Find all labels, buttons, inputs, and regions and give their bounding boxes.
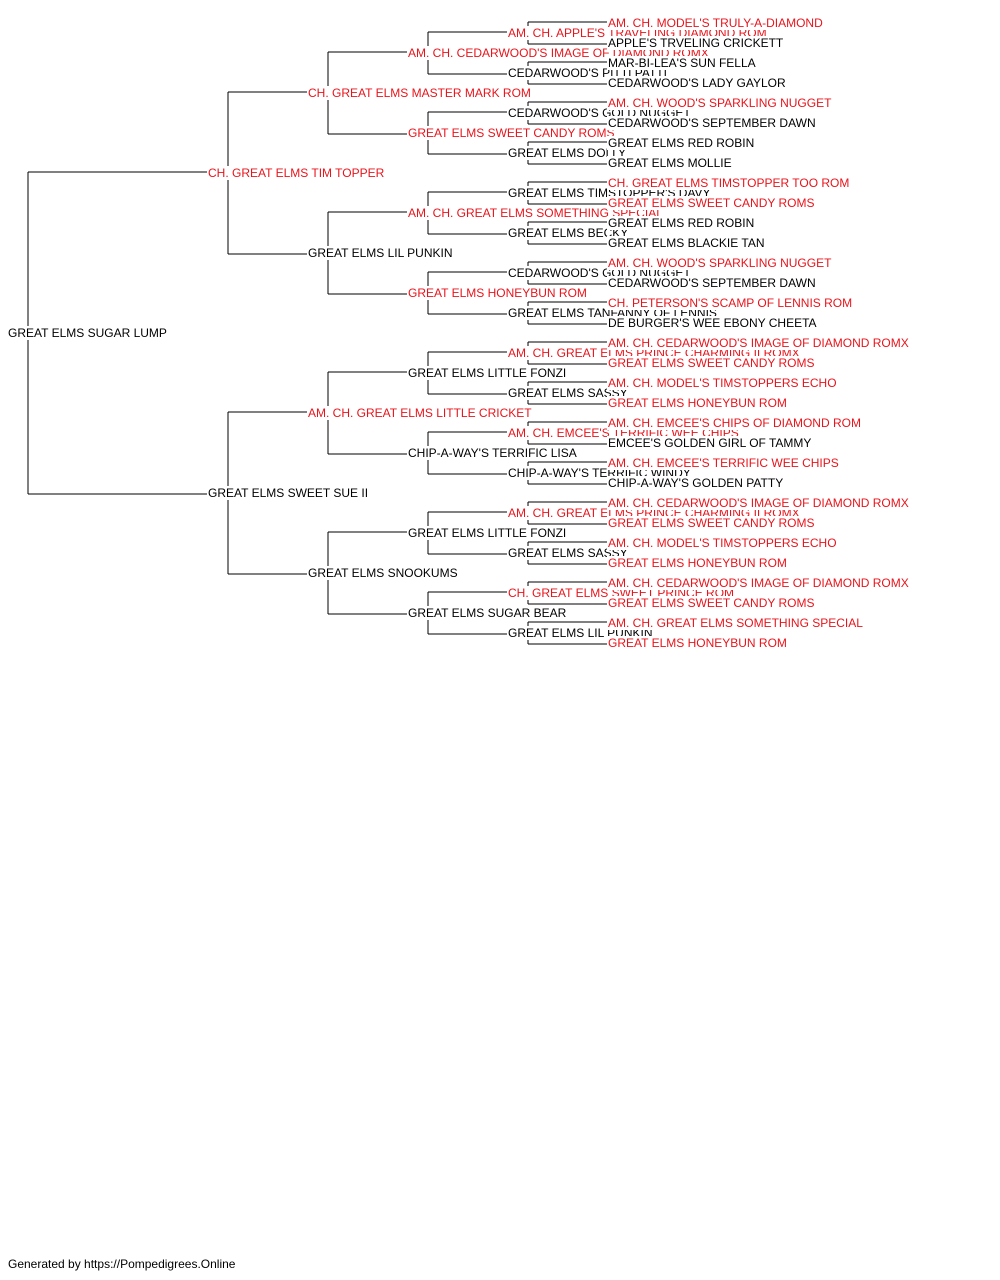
pedigree-node-sire: AM. CH. CEDARWOOD'S IMAGE OF DIAMOND ROM… <box>607 496 910 510</box>
pedigree-node-dam: CHIP-A-WAY'S GOLDEN PATTY <box>607 476 785 490</box>
pedigree-node-sire: GREAT ELMS RED ROBIN <box>607 136 756 150</box>
pedigree-node-sire: GREAT ELMS RED ROBIN <box>607 216 756 230</box>
pedigree-node-dam: CEDARWOOD'S LADY GAYLOR <box>607 76 787 90</box>
pedigree-node-sire: AM. CH. CEDARWOOD'S IMAGE OF DIAMOND ROM… <box>607 336 910 350</box>
pedigree-node-dam: GREAT ELMS HONEYBUN ROM <box>407 286 588 300</box>
pedigree-node-dam: CEDARWOOD'S SEPTEMBER DAWN <box>607 276 817 290</box>
pedigree-node-dam: GREAT ELMS HONEYBUN ROM <box>607 396 788 410</box>
pedigree-node-sire: AM. CH. WOOD'S SPARKLING NUGGET <box>607 256 833 270</box>
pedigree-node-dam: GREAT ELMS SWEET CANDY ROMS <box>607 596 816 610</box>
pedigree-node-dam: CHIP-A-WAY'S TERRIFIC LISA <box>407 446 578 460</box>
pedigree-node-sire: AM. CH. EMCEE'S CHIPS OF DIAMOND ROM <box>607 416 862 430</box>
pedigree-node-dam: EMCEE'S GOLDEN GIRL OF TAMMY <box>607 436 813 450</box>
pedigree-node-sire: AM. CH. MODEL'S TIMSTOPPERS ECHO <box>607 376 838 390</box>
pedigree-node-dam: GREAT ELMS SNOOKUMS <box>307 566 459 580</box>
pedigree-node-sire: GREAT ELMS LITTLE FONZI <box>407 526 568 540</box>
pedigree-node-subject: GREAT ELMS SUGAR LUMP <box>7 326 168 340</box>
pedigree-node-sire: CH. PETERSON'S SCAMP OF LENNIS ROM <box>607 296 854 310</box>
pedigree-node-dam: GREAT ELMS BECKY <box>507 226 630 240</box>
pedigree-node-dam: GREAT ELMS SUGAR BEAR <box>407 606 568 620</box>
pedigree-node-sire: AM. CH. CEDARWOOD'S IMAGE OF DIAMOND ROM… <box>607 576 910 590</box>
pedigree-node-dam: GREAT ELMS SASSY <box>507 546 629 560</box>
pedigree-node-dam: GREAT ELMS SWEET CANDY ROMS <box>407 126 616 140</box>
pedigree-node-dam: GREAT ELMS BLACKIE TAN <box>607 236 766 250</box>
pedigree-node-dam: GREAT ELMS SWEET CANDY ROMS <box>607 196 816 210</box>
pedigree-node-dam: GREAT ELMS MOLLIE <box>607 156 733 170</box>
pedigree-node-sire: GREAT ELMS LITTLE FONZI <box>407 366 568 380</box>
pedigree-node-dam: CEDARWOOD'S SEPTEMBER DAWN <box>607 116 817 130</box>
pedigree-node-sire: AM. CH. EMCEE'S TERRIFIC WEE CHIPS <box>607 456 840 470</box>
pedigree-node-sire: AM. CH. GREAT ELMS LITTLE CRICKET <box>307 406 533 420</box>
pedigree-node-dam: GREAT ELMS SWEET SUE II <box>207 486 370 500</box>
pedigree-node-dam: APPLE'S TRVELING CRICKETT <box>607 36 785 50</box>
pedigree-node-sire: AM. CH. MODEL'S TIMSTOPPERS ECHO <box>607 536 838 550</box>
pedigree-node-dam: GREAT ELMS HONEYBUN ROM <box>607 556 788 570</box>
pedigree-node-dam: GREAT ELMS SWEET CANDY ROMS <box>607 356 816 370</box>
generated-by-footer: Generated by https://Pompedigrees.Online <box>8 1257 236 1271</box>
pedigree-node-sire: AM. CH. GREAT ELMS SOMETHING SPECIAL <box>607 616 864 630</box>
pedigree-node-sire: AM. CH. GREAT ELMS SOMETHING SPECIAL <box>407 206 664 220</box>
pedigree-node-dam: GREAT ELMS HONEYBUN ROM <box>607 636 788 650</box>
pedigree-node-sire: AM. CH. WOOD'S SPARKLING NUGGET <box>607 96 833 110</box>
pedigree-node-dam: GREAT ELMS LIL PUNKIN <box>307 246 454 260</box>
pedigree-node-dam: DE BURGER'S WEE EBONY CHEETA <box>607 316 818 330</box>
pedigree-node-dam: GREAT ELMS SWEET CANDY ROMS <box>607 516 816 530</box>
pedigree-node-sire: MAR-BI-LEA'S SUN FELLA <box>607 56 757 70</box>
pedigree-node-dam: GREAT ELMS DOLLY <box>507 146 628 160</box>
pedigree-node-sire: AM. CH. MODEL'S TRULY-A-DIAMOND <box>607 16 824 30</box>
pedigree-node-sire: CH. GREAT ELMS MASTER MARK ROM <box>307 86 532 100</box>
pedigree-node-sire: CH. GREAT ELMS TIMSTOPPER TOO ROM <box>607 176 851 190</box>
pedigree-node-sire: CH. GREAT ELMS TIM TOPPER <box>207 166 386 180</box>
pedigree-node-dam: GREAT ELMS SASSY <box>507 386 629 400</box>
